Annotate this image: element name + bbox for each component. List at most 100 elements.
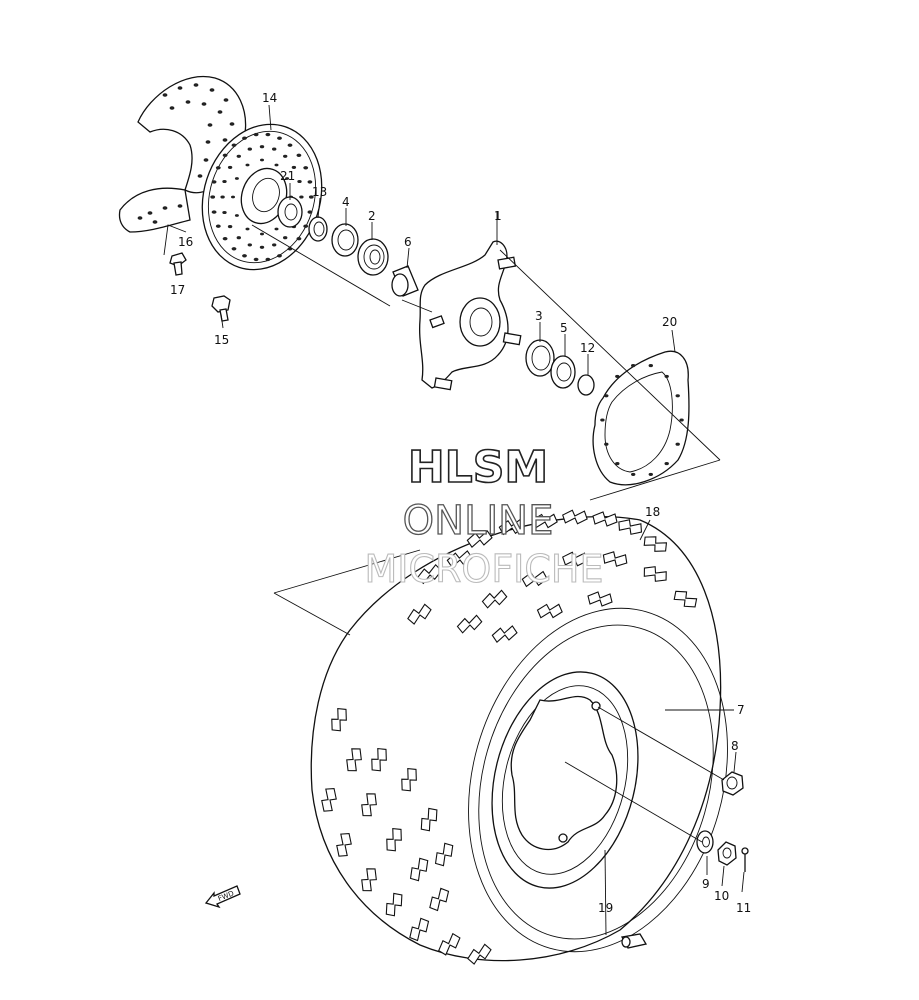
disc-vent-hole [303, 224, 309, 228]
callout-19: 19 [598, 901, 613, 915]
callout-labels: 1 2 3 4 5 6 7 8 9 10 11 12 13 14 15 16 1… [170, 91, 751, 915]
tread-lug [491, 625, 518, 644]
tread-lug [466, 530, 493, 549]
disc-vent-hole [220, 195, 225, 199]
disc-vent-hole [296, 153, 302, 157]
disc-vent-hole [211, 180, 217, 184]
tread-lug [531, 513, 558, 529]
disc-vent-hole [259, 145, 265, 149]
disc-vent-hole [274, 227, 279, 231]
tread-lug [437, 932, 461, 956]
callout-16: 16 [178, 235, 193, 249]
callout-17: 17 [170, 283, 185, 297]
disc-vent-hole [296, 237, 302, 241]
cover-vent-hole [229, 122, 235, 126]
fwd-label: FWD [217, 889, 235, 903]
callout-2: 2 [368, 209, 376, 223]
disc-vent-hole [274, 163, 279, 167]
plate-hole [648, 364, 653, 368]
disc-vent-hole [231, 143, 237, 147]
callout-13: 13 [312, 185, 327, 199]
tread-lug [587, 591, 613, 607]
disc-vent-hole [222, 210, 227, 215]
spacer-13 [308, 216, 328, 242]
hub-cover-plate-20 [592, 350, 690, 486]
tread-lug [536, 603, 563, 619]
leader-lines [163, 104, 745, 936]
disc-vent-hole [242, 136, 247, 140]
tread-lug [321, 787, 337, 812]
disc-vent-hole [247, 243, 252, 247]
callout-9: 9 [702, 877, 710, 891]
wheel-rim [491, 671, 639, 889]
bearing-21 [277, 196, 303, 228]
disc-vent-hole [297, 179, 302, 184]
plate-hole [631, 472, 636, 476]
oil-seal-5 [550, 355, 576, 389]
watermark: HLSM ONLINE MICROFICHE [364, 441, 604, 591]
callout-5: 5 [560, 321, 568, 335]
cover-vent-hole [203, 158, 209, 162]
callout-4: 4 [342, 195, 350, 209]
disc-vent-hole [222, 237, 228, 241]
tread-lug [446, 550, 473, 569]
tread-lug [673, 590, 698, 608]
cover-vent-hole [223, 98, 229, 102]
plate-hole [615, 462, 620, 466]
disc-vent-hole [227, 165, 233, 169]
fwd-arrow-icon: FWD [204, 885, 241, 909]
disc-vent-hole [227, 225, 233, 229]
wheel-nut-8 [721, 771, 744, 796]
tread-lug [429, 887, 450, 912]
oil-seal-4 [331, 223, 359, 257]
tread-lug [416, 563, 443, 585]
tread-lug [562, 551, 588, 567]
disc-vent-hole [299, 195, 304, 199]
plate-hole [631, 364, 636, 368]
disc-vent-hole [245, 227, 250, 231]
disc-vent-hole [242, 254, 247, 258]
tread-lug [521, 570, 548, 588]
cover-vent-hole [209, 88, 215, 92]
tread-lug [602, 551, 628, 567]
disc-vent-hole [260, 158, 264, 162]
plate-hole [604, 442, 609, 446]
tread-lug [331, 707, 347, 732]
cover-vent-hole [162, 93, 168, 97]
callout-18: 18 [645, 505, 660, 519]
plate-hole [664, 374, 669, 378]
tread-lug [371, 747, 387, 772]
plate-hole [675, 394, 680, 398]
tread-lug [592, 511, 618, 527]
tread-lug [498, 518, 525, 536]
disc-vent-hole [245, 163, 250, 167]
tread-lug [643, 536, 668, 552]
disc-vent-hole [253, 132, 259, 137]
callout-3: 3 [535, 309, 543, 323]
cover-vent-hole [222, 138, 228, 142]
disc-bolt-15 [211, 295, 231, 322]
callout-6: 6 [404, 235, 412, 249]
disc-vent-hole [215, 166, 221, 170]
callout-1: 1 [494, 209, 502, 223]
tread-lug [434, 842, 454, 867]
tread-lug [456, 614, 483, 634]
disc-vent-hole [231, 195, 235, 199]
cover-vent-hole [205, 140, 211, 144]
watermark-line3: MICROFICHE [364, 547, 603, 591]
bearing-3 [525, 339, 555, 377]
cover-vent-hole [152, 220, 158, 224]
tread-lug [409, 917, 430, 942]
cover-vent-hole [137, 216, 143, 220]
tread-lug [401, 767, 417, 792]
callout-10: 10 [714, 889, 729, 903]
tread-lug [386, 827, 402, 852]
disc-vent-hole [260, 232, 264, 236]
wheel-hub [418, 240, 522, 391]
disc-vent-hole [303, 166, 309, 170]
tread-lug [467, 943, 492, 965]
disc-vent-hole [259, 245, 265, 249]
disc-vent-hole [247, 147, 252, 151]
disc-vent-hole [234, 177, 239, 180]
cotter-pin-11 [741, 847, 749, 872]
